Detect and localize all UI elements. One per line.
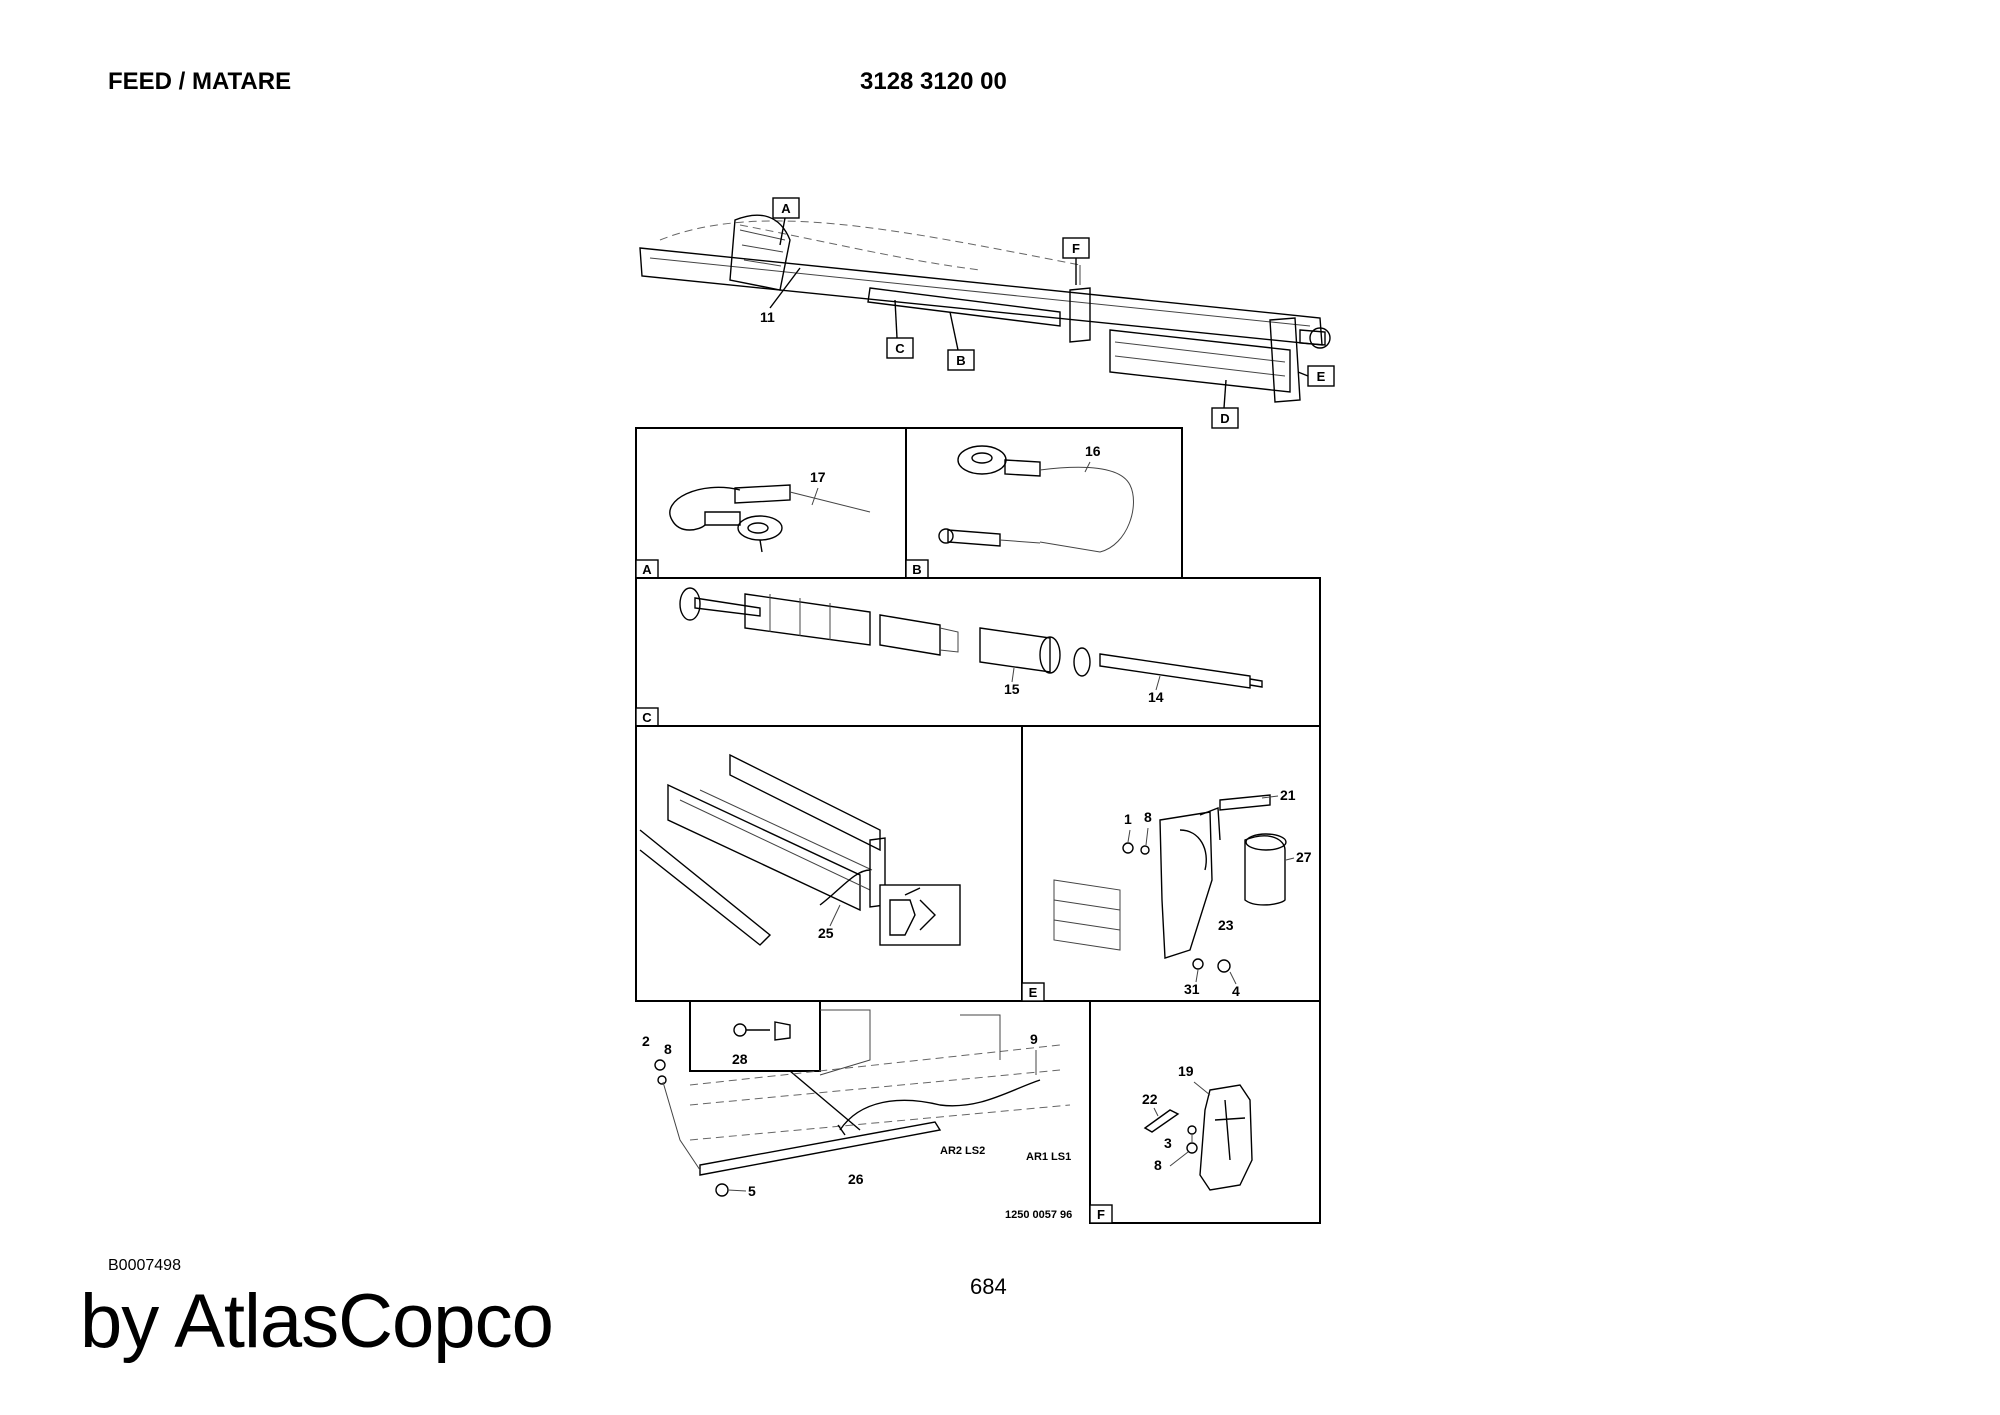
svg-text:AR1 LS1: AR1 LS1 — [1026, 1151, 1071, 1163]
svg-text:8: 8 — [1154, 1157, 1162, 1173]
svg-text:F: F — [1097, 1207, 1105, 1222]
svg-text:1250 0057 96: 1250 0057 96 — [1005, 1209, 1072, 1221]
panel-c: C 15 14 — [635, 577, 1321, 727]
svg-text:C: C — [642, 710, 652, 725]
svg-text:17: 17 — [810, 469, 826, 485]
svg-text:27: 27 — [1296, 849, 1312, 865]
panel-bottom: 2 8 28 9 AR2 LS2 AR1 LS1 26 5 1250 0057 … — [642, 1000, 1072, 1221]
svg-text:31: 31 — [1184, 981, 1200, 997]
main-callout-leaders — [769, 217, 1309, 409]
callout-box-c: C — [886, 337, 914, 359]
callout-box-a: A — [772, 197, 800, 219]
callout-box-b: B — [947, 349, 975, 371]
svg-text:22: 22 — [1142, 1091, 1158, 1107]
svg-text:E: E — [1029, 985, 1038, 1000]
label-11: 11 — [760, 309, 775, 325]
svg-text:D: D — [1220, 411, 1229, 426]
svg-text:23: 23 — [1218, 917, 1234, 933]
svg-text:4: 4 — [1232, 983, 1240, 999]
brand-watermark: by AtlasCopco — [80, 1279, 554, 1364]
svg-text:A: A — [642, 562, 652, 577]
main-feed-assembly — [639, 214, 1331, 403]
panel-f: F 19 22 3 8 — [1089, 1000, 1321, 1224]
svg-text:15: 15 — [1004, 681, 1020, 697]
svg-text:21: 21 — [1280, 787, 1296, 803]
svg-text:9: 9 — [1030, 1031, 1038, 1047]
callout-box-d: D — [1211, 407, 1239, 429]
part-number: 3128 3120 00 — [860, 68, 1007, 95]
image-code: B0007498 — [108, 1257, 181, 1274]
svg-text:B: B — [912, 562, 921, 577]
svg-text:26: 26 — [848, 1171, 864, 1187]
svg-text:25: 25 — [818, 925, 834, 941]
svg-text:E: E — [1317, 369, 1326, 384]
callout-box-e: E — [1307, 365, 1335, 387]
svg-text:2: 2 — [642, 1033, 650, 1049]
svg-text:F: F — [1072, 241, 1080, 256]
svg-text:A: A — [781, 201, 791, 216]
document-title: FEED / MATARE — [108, 68, 292, 95]
svg-text:28: 28 — [732, 1051, 748, 1067]
svg-text:19: 19 — [1178, 1063, 1194, 1079]
svg-text:8: 8 — [1144, 809, 1152, 825]
panel-a: A 17 — [635, 427, 907, 579]
svg-text:C: C — [895, 341, 905, 356]
page-number: 684 — [970, 1274, 1007, 1299]
svg-text:14: 14 — [1148, 689, 1164, 705]
panel-b: B 16 — [905, 427, 1183, 579]
svg-text:B: B — [956, 353, 965, 368]
panel-d: 25 — [635, 725, 1023, 1002]
svg-text:8: 8 — [664, 1041, 672, 1057]
svg-text:AR2 LS2: AR2 LS2 — [940, 1145, 985, 1157]
svg-text:3: 3 — [1164, 1135, 1172, 1151]
callout-box-f: F — [1062, 237, 1090, 259]
svg-text:5: 5 — [748, 1183, 756, 1199]
svg-text:16: 16 — [1085, 443, 1101, 459]
svg-text:1: 1 — [1124, 811, 1132, 827]
panel-e: E 1 8 21 27 23 31 4 — [1021, 725, 1321, 1002]
